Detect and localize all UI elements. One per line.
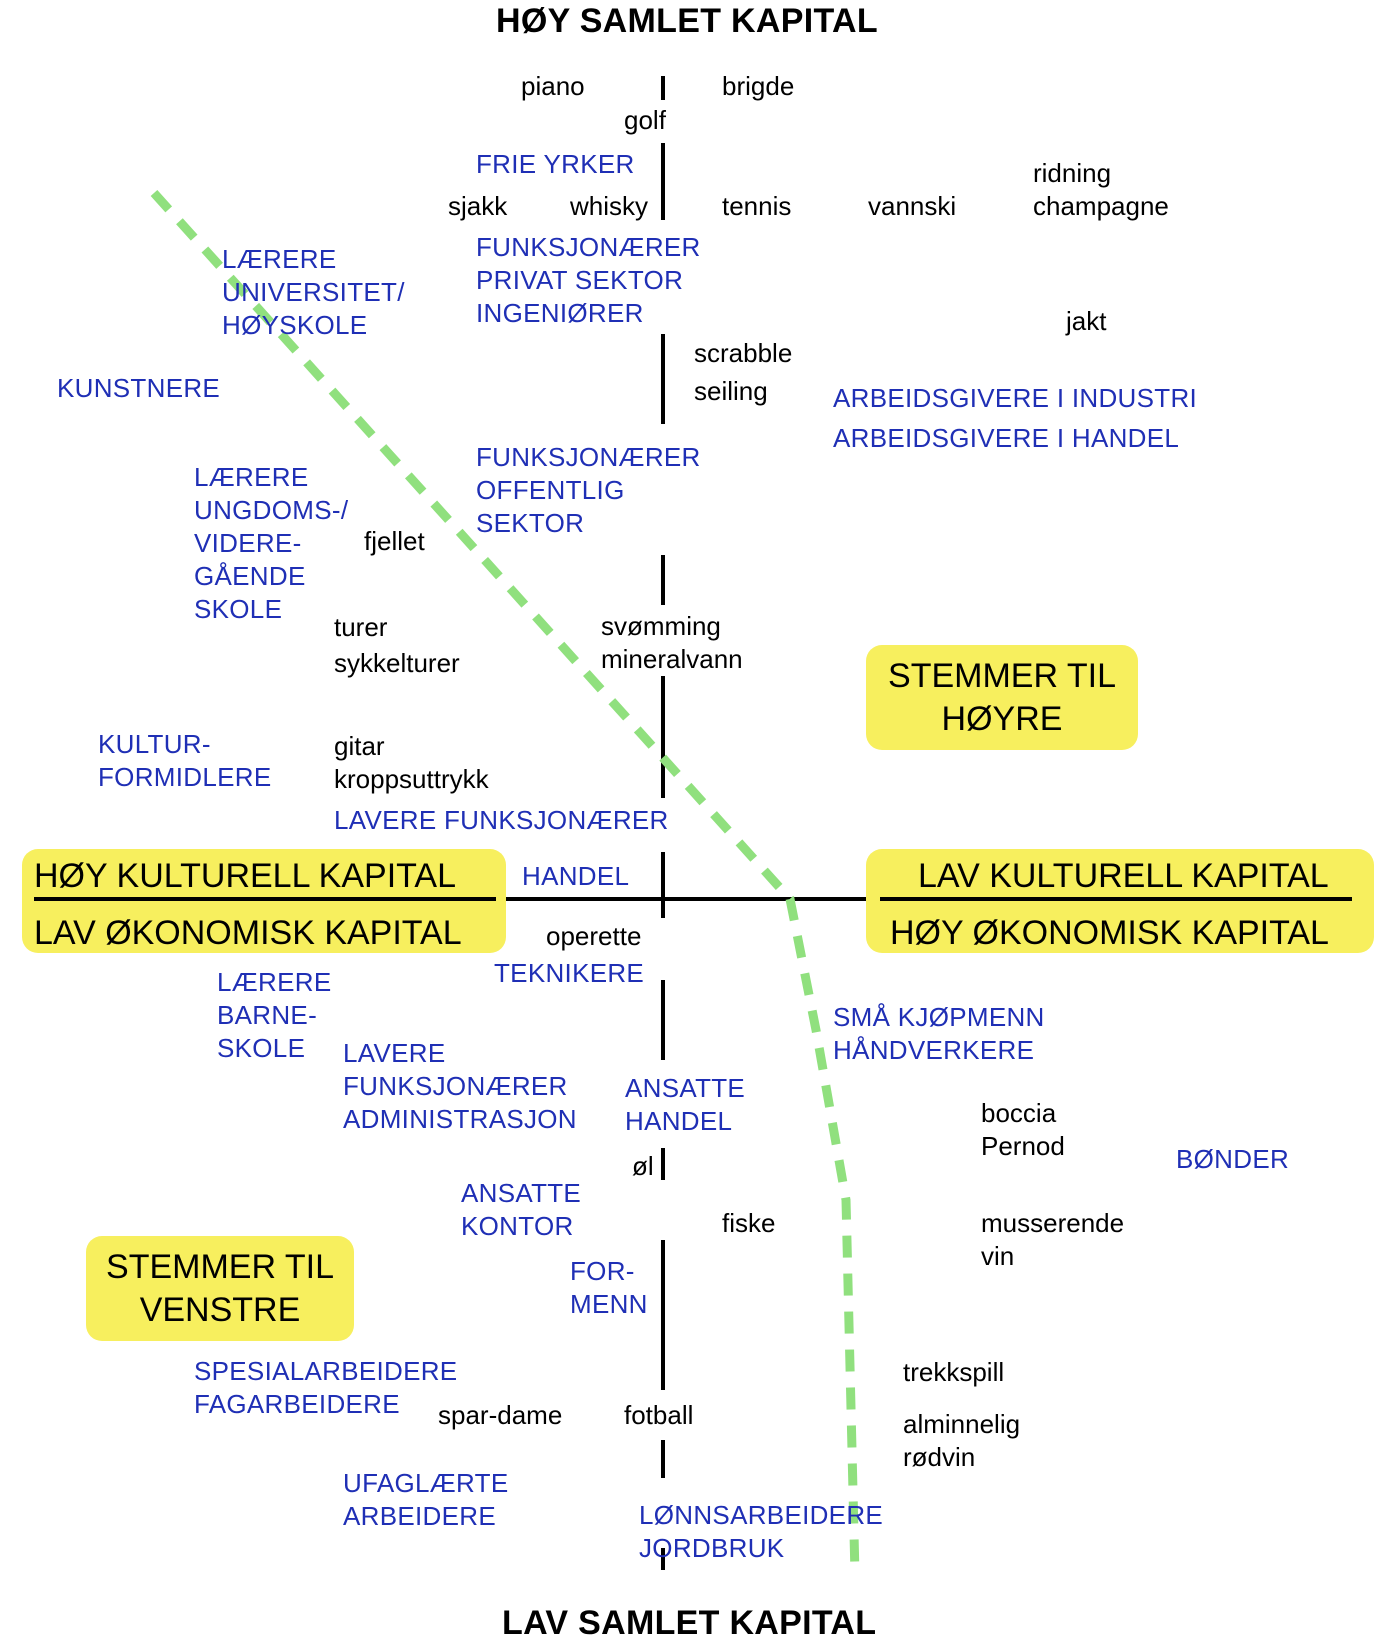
activity-svomming-mineralvann: svømming mineralvann xyxy=(601,611,743,674)
right-top-axis-label: LAV KULTURELL KAPITAL xyxy=(918,857,1329,895)
occupation-frie-yrker: FRIE YRKER xyxy=(476,149,635,179)
occupation-spesialarbeidere: SPESIALARBEIDERE FAGARBEIDERE xyxy=(194,1356,458,1419)
activity-piano: piano xyxy=(521,71,585,101)
activity-scrabble: scrabble xyxy=(694,338,793,368)
occupation-lonnsarbeidere-jordbruk: LØNNSARBEIDERE JORDBRUK xyxy=(639,1500,884,1563)
occupation-laerere-barneskole: LÆRERE BARNE- SKOLE xyxy=(217,967,332,1063)
left-bottom-axis-label: LAV ØKONOMISK KAPITAL xyxy=(34,914,462,952)
occupation-handel: HANDEL xyxy=(522,861,630,891)
activity-jakt: jakt xyxy=(1066,306,1107,336)
occupation-lavere-funksjonaerer: LAVERE FUNKSJONÆRER xyxy=(334,805,669,835)
activity-fotball: fotball xyxy=(624,1400,694,1430)
occupation-laerere-universitet: LÆRERE UNIVERSITET/ HØYSKOLE xyxy=(222,244,405,340)
occupation-funksjonaerer-offentlig: FUNKSJONÆRER OFFENTLIG SEKTOR xyxy=(476,442,701,538)
occupation-bonder: BØNDER xyxy=(1176,1144,1290,1174)
occupation-arbeidsgivere-industri: ARBEIDSGIVERE I INDUSTRI xyxy=(833,383,1198,413)
activity-whisky: whisky xyxy=(570,191,649,221)
political-divider-line xyxy=(150,189,860,1576)
activity-fiske: fiske xyxy=(722,1208,776,1238)
occupation-arbeidsgivere-handel: ARBEIDSGIVERE I HANDEL xyxy=(833,423,1180,453)
occupation-ansatte-handel: ANSATTE HANDEL xyxy=(625,1073,746,1136)
activity-golf: golf xyxy=(624,105,666,135)
occupation-formenn: FOR- MENN xyxy=(570,1256,648,1319)
activity-ridning-champagne: ridning champagne xyxy=(1033,158,1169,221)
activity-boccia-pernod: boccia Pernod xyxy=(981,1098,1065,1161)
occupation-ufaglaerte: UFAGLÆRTE ARBEIDERE xyxy=(343,1468,509,1531)
activity-operette: operette xyxy=(546,921,642,951)
activity-gitar-kroppsuttrykk: gitar kroppsuttrykk xyxy=(334,731,489,794)
activity-sjakk: sjakk xyxy=(448,191,508,221)
activity-ol: øl xyxy=(632,1151,654,1181)
axis-top-title: HØY SAMLET KAPITAL xyxy=(496,2,878,40)
occupation-laerere-ungdomsskole: LÆRERE UNGDOMS-/ VIDERE- GÅENDE SKOLE xyxy=(194,462,349,624)
activity-spar-dame: spar-dame xyxy=(438,1400,563,1430)
activity-turer: turer xyxy=(334,612,388,642)
activity-seiling: seiling xyxy=(694,376,768,406)
activity-alminnelig-rodvin: alminnelig rødvin xyxy=(903,1409,1021,1472)
left-top-axis-label: HØY KULTURELL KAPITAL xyxy=(34,857,456,895)
occupation-ansatte-kontor: ANSATTE KONTOR xyxy=(461,1178,582,1241)
occupation-kunstnere: KUNSTNERE xyxy=(57,373,221,403)
activity-vannski: vannski xyxy=(868,191,957,221)
occupation-teknikere: TEKNIKERE xyxy=(494,958,645,988)
activity-sykkelturer: sykkelturer xyxy=(334,648,460,678)
vote-right-box: STEMMER TIL HØYRE xyxy=(866,645,1138,750)
right-bottom-axis-label: HØY ØKONOMISK KAPITAL xyxy=(890,914,1329,952)
occupation-funksjonaerer-privat: FUNKSJONÆRER PRIVAT SEKTOR INGENIØRER xyxy=(476,232,701,328)
axis-bottom-title: LAV SAMLET KAPITAL xyxy=(502,1604,877,1642)
occupation-smaa-kjopmenn: SMÅ KJØPMENN HÅNDVERKERE xyxy=(833,1002,1045,1065)
activity-brigde: brigde xyxy=(722,71,795,101)
activity-musserende-vin: musserende vin xyxy=(981,1208,1125,1271)
vote-left-box: STEMMER TIL VENSTRE xyxy=(86,1236,354,1341)
activity-fjellet: fjellet xyxy=(364,526,425,556)
occupation-kulturformidlere: KULTUR- FORMIDLERE xyxy=(98,729,272,792)
activity-tennis: tennis xyxy=(722,191,792,221)
activity-trekkspill: trekkspill xyxy=(903,1357,1005,1387)
occupation-lavere-funksjonaerer-administrasjon: LAVERE FUNKSJONÆRER ADMINISTRASJON xyxy=(343,1038,577,1134)
